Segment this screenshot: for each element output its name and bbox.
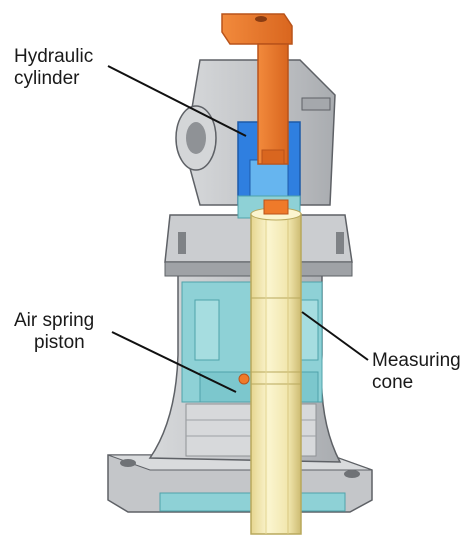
bolt-hole — [344, 470, 360, 478]
label-hydraulic-cylinder: Hydraulic cylinder — [14, 46, 93, 90]
leader-measuring-cone — [301, 311, 369, 361]
label-line: Hydraulic — [14, 46, 94, 67]
top-hole — [255, 16, 267, 22]
label-air-spring-piston: Air spring piston — [14, 310, 94, 354]
label-line: piston — [34, 332, 85, 353]
label-measuring-cone: Measuring cone — [372, 350, 461, 394]
leader-hydraulic-cylinder — [107, 65, 247, 137]
top-actuator — [221, 13, 293, 165]
label-line: Measuring — [372, 350, 461, 371]
air-spring-marker — [238, 373, 250, 385]
bolt-hole — [120, 459, 136, 467]
lower-housing — [148, 269, 342, 463]
measuring-shaft — [250, 199, 302, 535]
label-line: cone — [372, 372, 414, 393]
base-flange — [107, 454, 373, 513]
leader-air-spring-piston — [111, 331, 237, 393]
leader-lines — [107, 65, 369, 393]
label-line: cylinder — [14, 68, 80, 89]
label-line: Air spring — [14, 310, 95, 331]
